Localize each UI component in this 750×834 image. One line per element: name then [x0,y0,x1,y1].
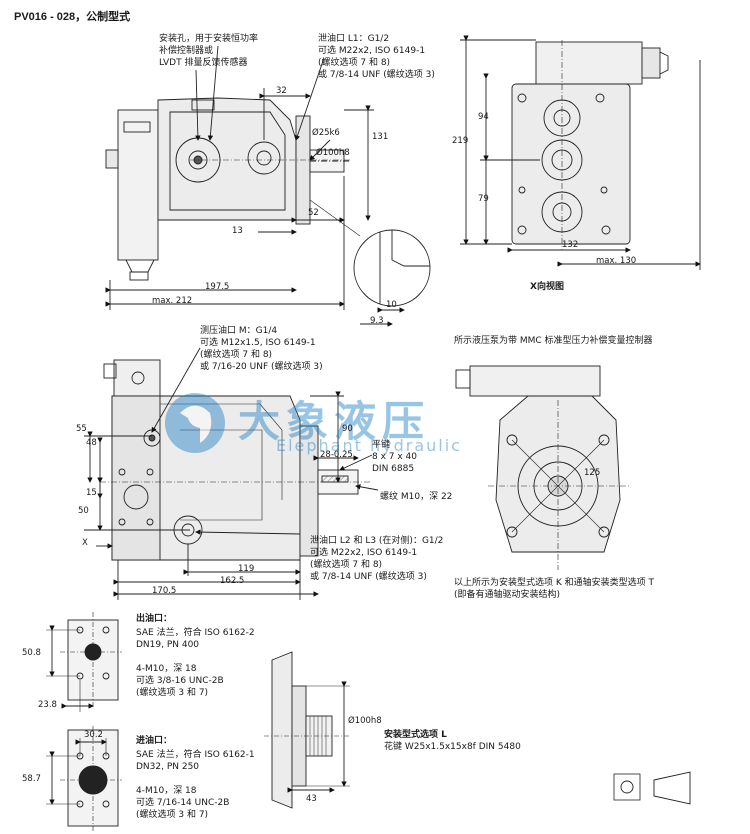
watermark-logo-icon [165,393,225,453]
outlet-line: 可选 3/8-16 UNC-2B [136,676,224,686]
drain-note-line: 泄油口 L1：G1/2 [318,34,390,44]
right-note-line: 以上所示为安装型式选项 K 和通轴安装类型选项 T [454,578,654,588]
inlet-line: DN32, PN 250 [136,762,200,772]
dim-28: 28-0.25 [320,450,353,460]
dim-219: 219 [452,136,469,146]
dim-131: 131 [372,132,389,142]
pump-side-view [84,347,379,600]
dim-170-5: 170.5 [152,586,177,596]
dim-d100: Ø100h8 [316,148,350,158]
pump-top-view [105,45,431,327]
dim-52: 52 [308,208,319,218]
inlet-flange-drawing [46,726,122,832]
dim-9-3: 9.3 [370,316,384,326]
dim-90: 90 [342,424,353,434]
mount-note-line: 安装孔，用于安装恒功率 [159,34,259,44]
dim-197-5: 197.5 [205,282,230,292]
right-note-line: (即备有通轴驱动安装结构) [454,590,561,600]
dim-13: 13 [232,226,243,236]
dim-23-8: 23.8 [38,700,57,710]
dim-125: 125 [584,468,601,478]
dim-94: 94 [478,112,489,122]
dim-32: 32 [276,86,287,96]
mount-l-header: 安装型式选项 L [384,730,447,740]
thread-note: 螺纹 M10，深 22 [380,492,453,502]
watermark-cn: 大象液压 [238,397,431,446]
gauge-note-line: (螺纹选项 7 和 8) [200,350,273,360]
drain2-note-line: 可选 M22x2, ISO 6149-1 [310,548,418,558]
drain2-note-line: 或 7/8-14 UNF (螺纹选项 3) [310,572,427,582]
drain-note-line: 或 7/8-14 UNF (螺纹选项 3) [318,70,435,80]
gauge-note-line: 或 7/16-20 UNF (螺纹选项 3) [200,362,323,372]
inlet-line: SAE 法兰，符合 ISO 6162-1 [136,750,255,760]
dim-30-2: 30.2 [84,730,103,740]
inlet-line: 可选 7/16-14 UNC-2B [136,798,230,808]
pump-front-view [455,365,630,570]
dim-max212: max. 212 [152,296,193,306]
dim-15: 15 [86,488,97,498]
drain-note-line: (螺纹选项 7 和 8) [318,58,391,68]
dim-50: 50 [78,506,89,516]
drain2-note-line: (螺纹选项 7 和 8) [310,560,383,570]
dim-79: 79 [478,194,489,204]
inlet-line: 4-M10，深 18 [136,786,197,796]
key-note-line: 平键 [372,440,391,450]
outlet-line: (螺纹选项 3 和 7) [136,688,209,698]
dim-10: 10 [386,300,397,310]
dim-d25: Ø25k6 [312,128,340,138]
dim-x-label: X [82,538,88,548]
outlet-line: 4-M10，深 18 [136,664,197,674]
mount-l-spline: 花键 W25x1.5x15x8f DIN 5480 [384,742,521,752]
dim-48: 48 [86,438,97,448]
outlet-line: SAE 法兰，符合 ISO 6162-2 [136,628,255,638]
outlet-header: 出油口： [136,614,173,624]
outlet-flange-drawing [46,612,122,712]
dim-max130: max. 130 [596,256,637,266]
tolerance-symbol [613,771,691,805]
key-note-line: DIN 6885 [372,464,415,474]
gauge-note-line: 可选 M12x1.5, ISO 6149-1 [200,338,316,348]
dim-50-8: 50.8 [22,648,41,658]
right-view-caption: 所示液压泵为带 MMC 标准型压力补偿变量控制器 [454,336,653,346]
dim-132: 132 [562,240,579,250]
watermark-en: Elephant hydraulic [276,436,462,455]
dim-119: 119 [238,564,255,574]
gauge-note-line: 测压油口 M：G1/4 [200,326,278,336]
mount-note-line: LVDT 排量反馈传感器 [159,58,248,68]
mount-note-line: 补偿控制器或 [159,46,214,56]
inlet-line: (螺纹选项 3 和 7) [136,810,209,820]
mount-l-drawing [264,651,350,809]
drain2-note-line: 泄油口 L2 和 L3 (在对侧)：G1/2 [310,536,444,546]
pump-x-view [460,35,701,270]
dim-43: 43 [306,794,317,804]
dim-mount-d100: Ø100h8 [348,716,382,726]
dim-58-7: 58.7 [22,774,41,784]
x-view-caption: X向视图 [530,282,564,292]
page-title: PV016 - 028，公制型式 [14,11,131,23]
key-note-line: 8 x 7 x 40 [372,452,417,462]
dim-55: 55 [76,424,87,434]
outlet-line: DN19, PN 400 [136,640,200,650]
dim-162-5: 162.5 [220,576,245,586]
drain-note-line: 可选 M22x2, ISO 6149-1 [318,46,426,56]
watermark: 大象液压 Elephant hydraulic [160,388,560,458]
inlet-header: 进油口： [136,736,173,746]
